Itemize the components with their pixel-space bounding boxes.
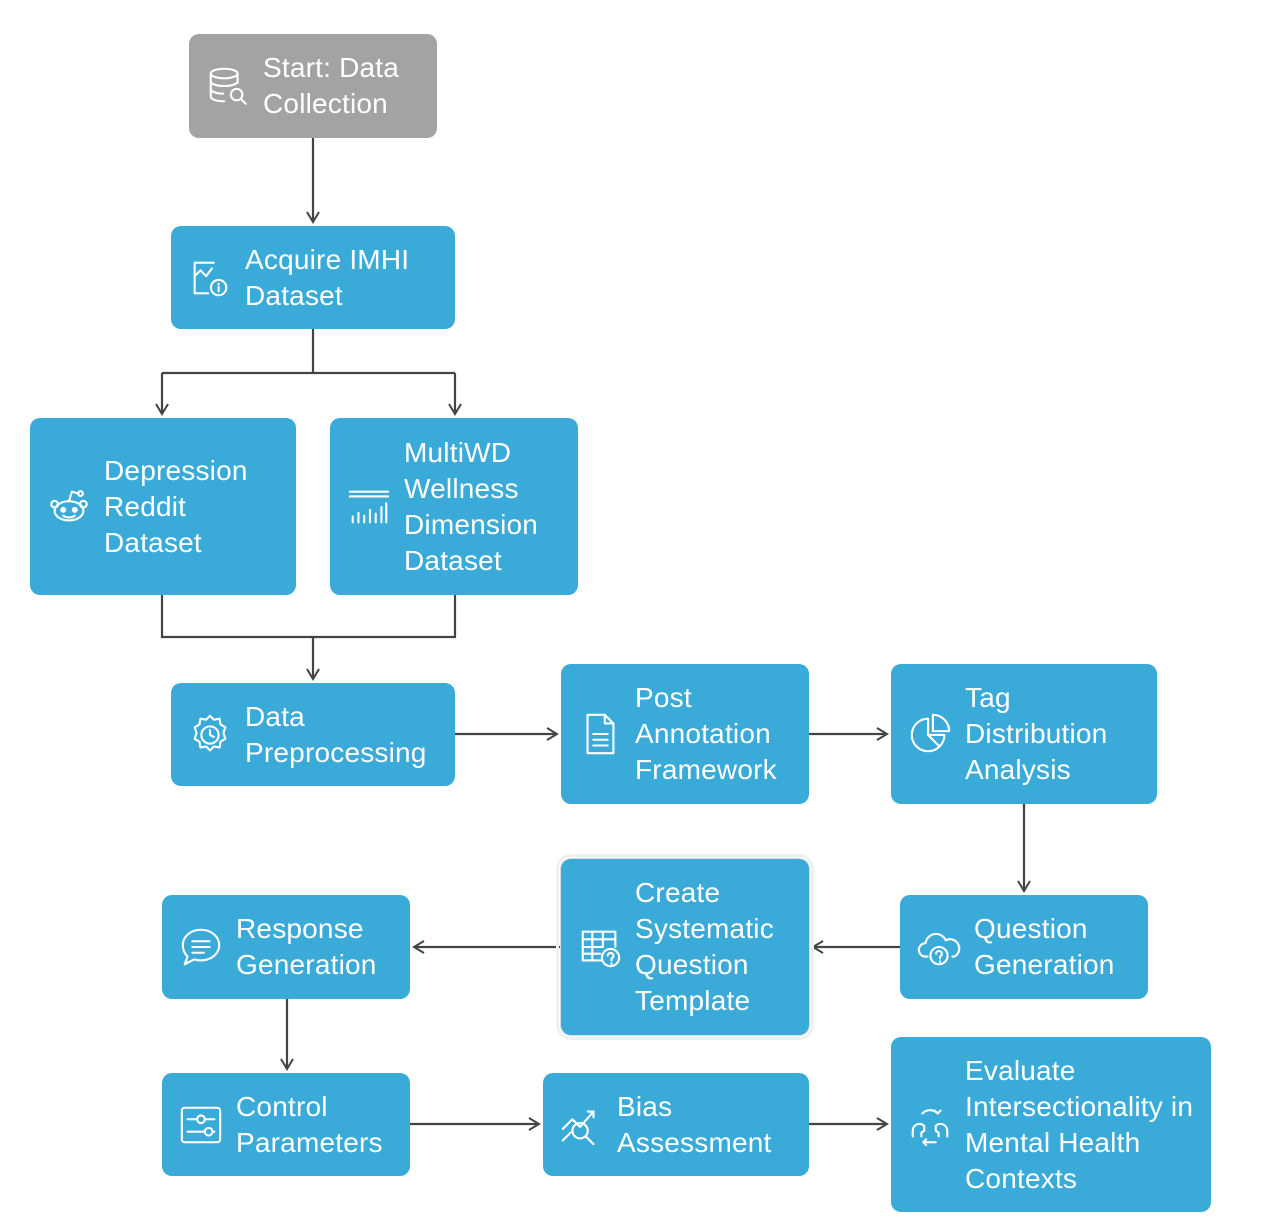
node-bias-assessment-label: Bias Assessment [617, 1090, 772, 1158]
heads-cycle-icon [905, 1100, 955, 1150]
node-depression-reddit[interactable]: Depression Reddit Dataset [30, 418, 296, 595]
node-depression-reddit-label: Depression Reddit Dataset [104, 454, 248, 558]
node-control-parameters-label: Control Parameters [236, 1090, 383, 1158]
node-question-template[interactable]: Create Systematic Question Template [556, 854, 814, 1040]
table-question-icon [575, 922, 625, 972]
node-bias-assessment[interactable]: Bias Assessment [543, 1073, 809, 1176]
node-evaluate-intersectionality-label: Evaluate Intersectionality in Mental Hea… [965, 1054, 1194, 1194]
node-tag-distribution-label: Tag Distribution Analysis [965, 682, 1108, 785]
database-search-icon [203, 61, 253, 111]
node-data-preprocessing-label: Data Preprocessing [245, 700, 427, 768]
reddit-icon [44, 482, 94, 532]
document-icon [575, 709, 625, 759]
node-start[interactable]: Start: Data Collection [189, 34, 437, 138]
node-control-parameters[interactable]: Control Parameters [162, 1073, 410, 1176]
sliders-icon [176, 1100, 226, 1150]
chart-info-icon [185, 253, 235, 303]
node-question-generation[interactable]: Question Generation [900, 895, 1148, 999]
node-data-preprocessing[interactable]: Data Preprocessing [171, 683, 455, 786]
node-response-generation-label: Response Generation [236, 913, 377, 980]
node-post-annotation[interactable]: Post Annotation Framework [561, 664, 809, 804]
arrow-acquire-split [162, 329, 455, 375]
node-evaluate-intersectionality[interactable]: Evaluate Intersectionality in Mental Hea… [891, 1037, 1211, 1212]
bar-chart-icon [344, 482, 394, 532]
node-response-generation[interactable]: Response Generation [162, 895, 410, 999]
node-tag-distribution[interactable]: Tag Distribution Analysis [891, 664, 1157, 804]
node-acquire-imhi[interactable]: Acquire IMHI Dataset [171, 226, 455, 329]
pie-chart-icon [905, 709, 955, 759]
node-start-label: Start: Data Collection [263, 52, 400, 119]
gear-clock-icon [185, 710, 235, 760]
node-multiwd-dataset-label: MultiWD Wellness Dimension Dataset [404, 436, 539, 576]
cloud-question-icon [914, 922, 964, 972]
node-acquire-imhi-label: Acquire IMHI Dataset [245, 243, 410, 311]
trend-search-icon [557, 1100, 607, 1150]
chat-bubble-icon [176, 922, 226, 972]
arrow-datasets-merge [160, 595, 457, 639]
node-question-template-label: Create Systematic Question Template [635, 877, 774, 1016]
node-post-annotation-label: Post Annotation Framework [635, 682, 777, 785]
node-question-generation-label: Question Generation [974, 913, 1115, 980]
node-multiwd-dataset[interactable]: MultiWD Wellness Dimension Dataset [330, 418, 578, 595]
